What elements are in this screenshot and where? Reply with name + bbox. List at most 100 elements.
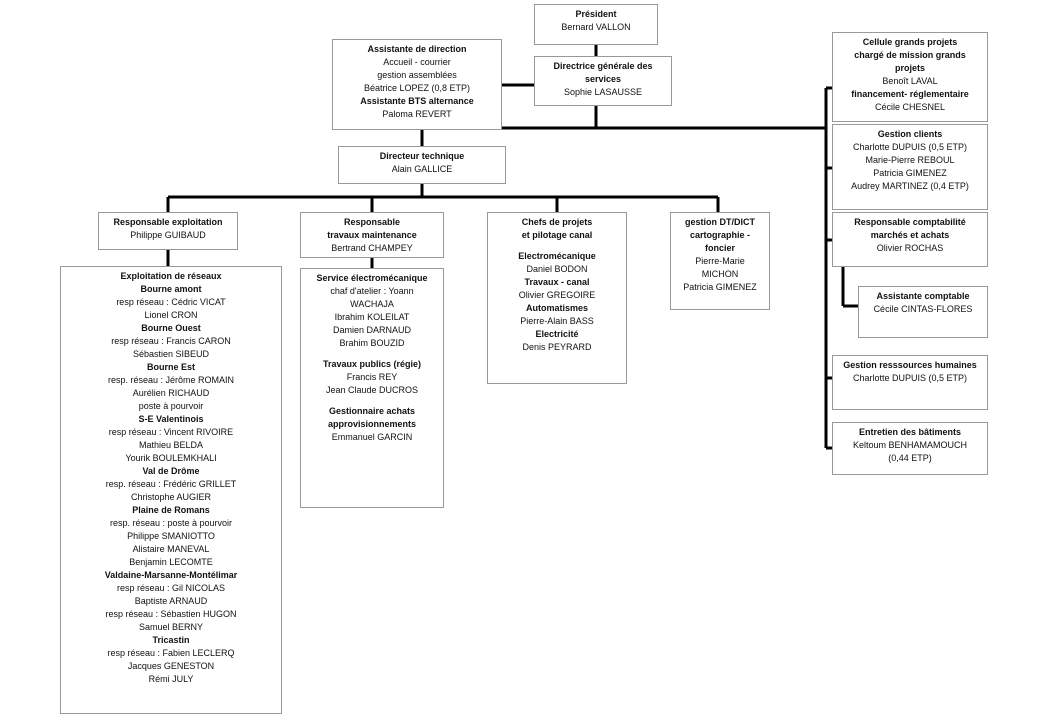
box-text: Benjamin LECOMTE xyxy=(129,557,213,567)
box-text: Pierre-Marie xyxy=(695,256,745,266)
box-heading: Automatismes xyxy=(525,303,588,313)
box-text: resp réseau : Fabien LECLERQ xyxy=(107,648,235,658)
box-text: resp. réseau : poste à pourvoir xyxy=(109,518,233,528)
box-text: Damien DARNAUD xyxy=(332,325,412,335)
box-heading: S-E Valentinois xyxy=(138,414,204,424)
box-heading: Service électromécanique xyxy=(316,273,428,283)
box-heading: Responsable comptabilité xyxy=(854,217,966,227)
box-heading: Directrice générale des xyxy=(553,61,653,71)
box-text: Lionel CRON xyxy=(144,310,198,320)
box-text: resp réseau : Gil NICOLAS xyxy=(116,583,226,593)
president-box: Président Bernard VALLON xyxy=(534,4,658,45)
box-heading: Assistante de direction xyxy=(367,44,467,54)
box-heading: services xyxy=(584,74,622,84)
box-text: Olivier GREGOIRE xyxy=(518,290,596,300)
box-heading: Bourne amont xyxy=(140,284,202,294)
box-text: Aurélien RICHAUD xyxy=(132,388,210,398)
box-heading: Tricastin xyxy=(152,635,190,645)
box-text: Béatrice LOPEZ (0,8 ETP) xyxy=(363,83,471,93)
box-text: resp. réseau : Frédéric GRILLET xyxy=(105,479,237,489)
box-text: Samuel BERNY xyxy=(138,622,204,632)
box-heading: Responsable xyxy=(343,217,401,227)
box-text: Christophe AUGIER xyxy=(130,492,212,502)
box-text: resp réseau : Sébastien HUGON xyxy=(105,609,237,619)
box-text: resp réseau : Francis CARON xyxy=(111,336,231,346)
box-text: (0,44 ETP) xyxy=(888,453,932,463)
box-heading: Chefs de projets xyxy=(521,217,593,227)
box-text: Olivier ROCHAS xyxy=(876,243,944,253)
box-text: Sophie LASAUSSE xyxy=(563,87,643,97)
box-text: Denis PEYRARD xyxy=(522,342,592,352)
box-text: Cécile CHESNEL xyxy=(874,102,946,112)
box-heading: chargé de mission grands xyxy=(854,50,966,60)
box-text: Daniel BODON xyxy=(526,264,588,274)
box-heading: Bourne Est xyxy=(146,362,195,372)
box-text: Pierre-Alain BASS xyxy=(520,316,594,326)
box-text: resp réseau : Cédric VICAT xyxy=(116,297,226,307)
service-electromecanique-box: Service électromécanique chaf d'atelier :… xyxy=(300,268,444,508)
box-text: Brahim BOUZID xyxy=(339,338,405,348)
box-heading: Entretien des bâtiments xyxy=(858,427,962,437)
box-heading: Directeur technique xyxy=(379,151,465,161)
box-text: gestion assemblées xyxy=(377,70,457,80)
box-text: Charlotte DUPUIS (0,5 ETP) xyxy=(852,373,968,383)
box-heading: Responsable exploitation xyxy=(113,217,223,227)
box-text: Charlotte DUPUIS (0,5 ETP) xyxy=(852,142,968,152)
box-text: Yourik BOULEMKHALI xyxy=(125,453,217,463)
box-text: Baptiste ARNAUD xyxy=(134,596,208,606)
box-text: resp. réseau : Jérôme ROMAIN xyxy=(107,375,235,385)
box-text: Emmanuel GARCIN xyxy=(331,432,413,442)
spacer xyxy=(303,350,441,358)
box-text: Paloma REVERT xyxy=(382,109,452,119)
box-text: Cécile CINTAS-FLORES xyxy=(873,304,973,314)
box-heading: et pilotage canal xyxy=(521,230,593,240)
box-text: Patricia GIMENEZ xyxy=(873,168,947,178)
box-heading: Electromécanique xyxy=(518,251,596,261)
box-text: resp réseau : Vincent RIVOIRE xyxy=(108,427,234,437)
box-text: Ibrahim KOLEILAT xyxy=(334,312,410,322)
box-heading: Electricité xyxy=(535,329,579,339)
box-heading: travaux maintenance xyxy=(327,230,417,240)
box-text: Keltoum BENHAMAMOUCH xyxy=(852,440,968,450)
box-heading: projets xyxy=(894,63,925,73)
spacer xyxy=(490,242,624,250)
box-heading: Travaux - canal xyxy=(524,277,590,287)
box-text: Audrey MARTINEZ (0,4 ETP) xyxy=(851,181,969,191)
box-heading: foncier xyxy=(704,243,735,253)
box-heading: Plaine de Romans xyxy=(132,505,210,515)
box-text: Philippe SMANIOTTO xyxy=(127,531,215,541)
box-text: Mathieu BELDA xyxy=(138,440,204,450)
box-text: Philippe GUIBAUD xyxy=(130,230,206,240)
box-text: poste à pourvoir xyxy=(138,401,204,411)
box-heading: financement- réglementaire xyxy=(851,89,969,99)
box-heading: Gestion clients xyxy=(877,129,943,139)
box-text: Sébastien SIBEUD xyxy=(132,349,210,359)
box-text: MICHON xyxy=(701,269,739,279)
box-text: chaf d'atelier : Yoann xyxy=(330,286,414,296)
president-title: Président xyxy=(575,9,617,19)
box-heading: gestion DT/DICT xyxy=(685,217,755,227)
box-text: Alistaire MANEVAL xyxy=(132,544,210,554)
box-heading: Bourne Ouest xyxy=(141,323,201,333)
box-heading: Assistante BTS alternance xyxy=(360,96,474,106)
spacer xyxy=(303,397,441,405)
box-text: Rémi JULY xyxy=(148,674,194,684)
box-heading: Valdaine-Marsanne-Montélimar xyxy=(104,570,238,580)
box-heading: approvisionnements xyxy=(327,419,417,429)
box-text: Bertrand CHAMPEY xyxy=(331,243,413,253)
box-text: Benoît LAVAL xyxy=(882,76,938,86)
box-text: WACHAJA xyxy=(350,299,394,309)
box-heading: Gestionnaire achats xyxy=(328,406,416,416)
